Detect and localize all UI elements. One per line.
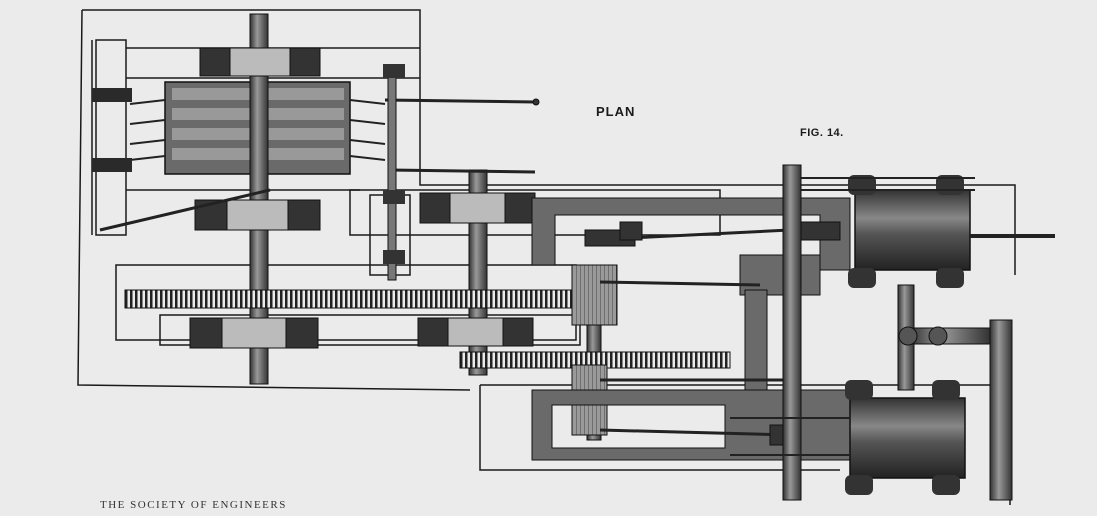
- connecting-rod: [99, 98, 831, 437]
- lower-cylinder: [730, 380, 966, 495]
- steam-pipe: [897, 284, 1013, 501]
- page-caption: THE SOCIETY OF ENGINEERS: [100, 499, 287, 511]
- valve-gear: [383, 64, 802, 501]
- spur-gear: [124, 289, 731, 369]
- rope-pulley: [92, 81, 386, 175]
- plan-title: PLAN: [596, 104, 636, 119]
- upper-cylinder: [800, 175, 1055, 288]
- figure-label: FIG. 14.: [800, 127, 844, 139]
